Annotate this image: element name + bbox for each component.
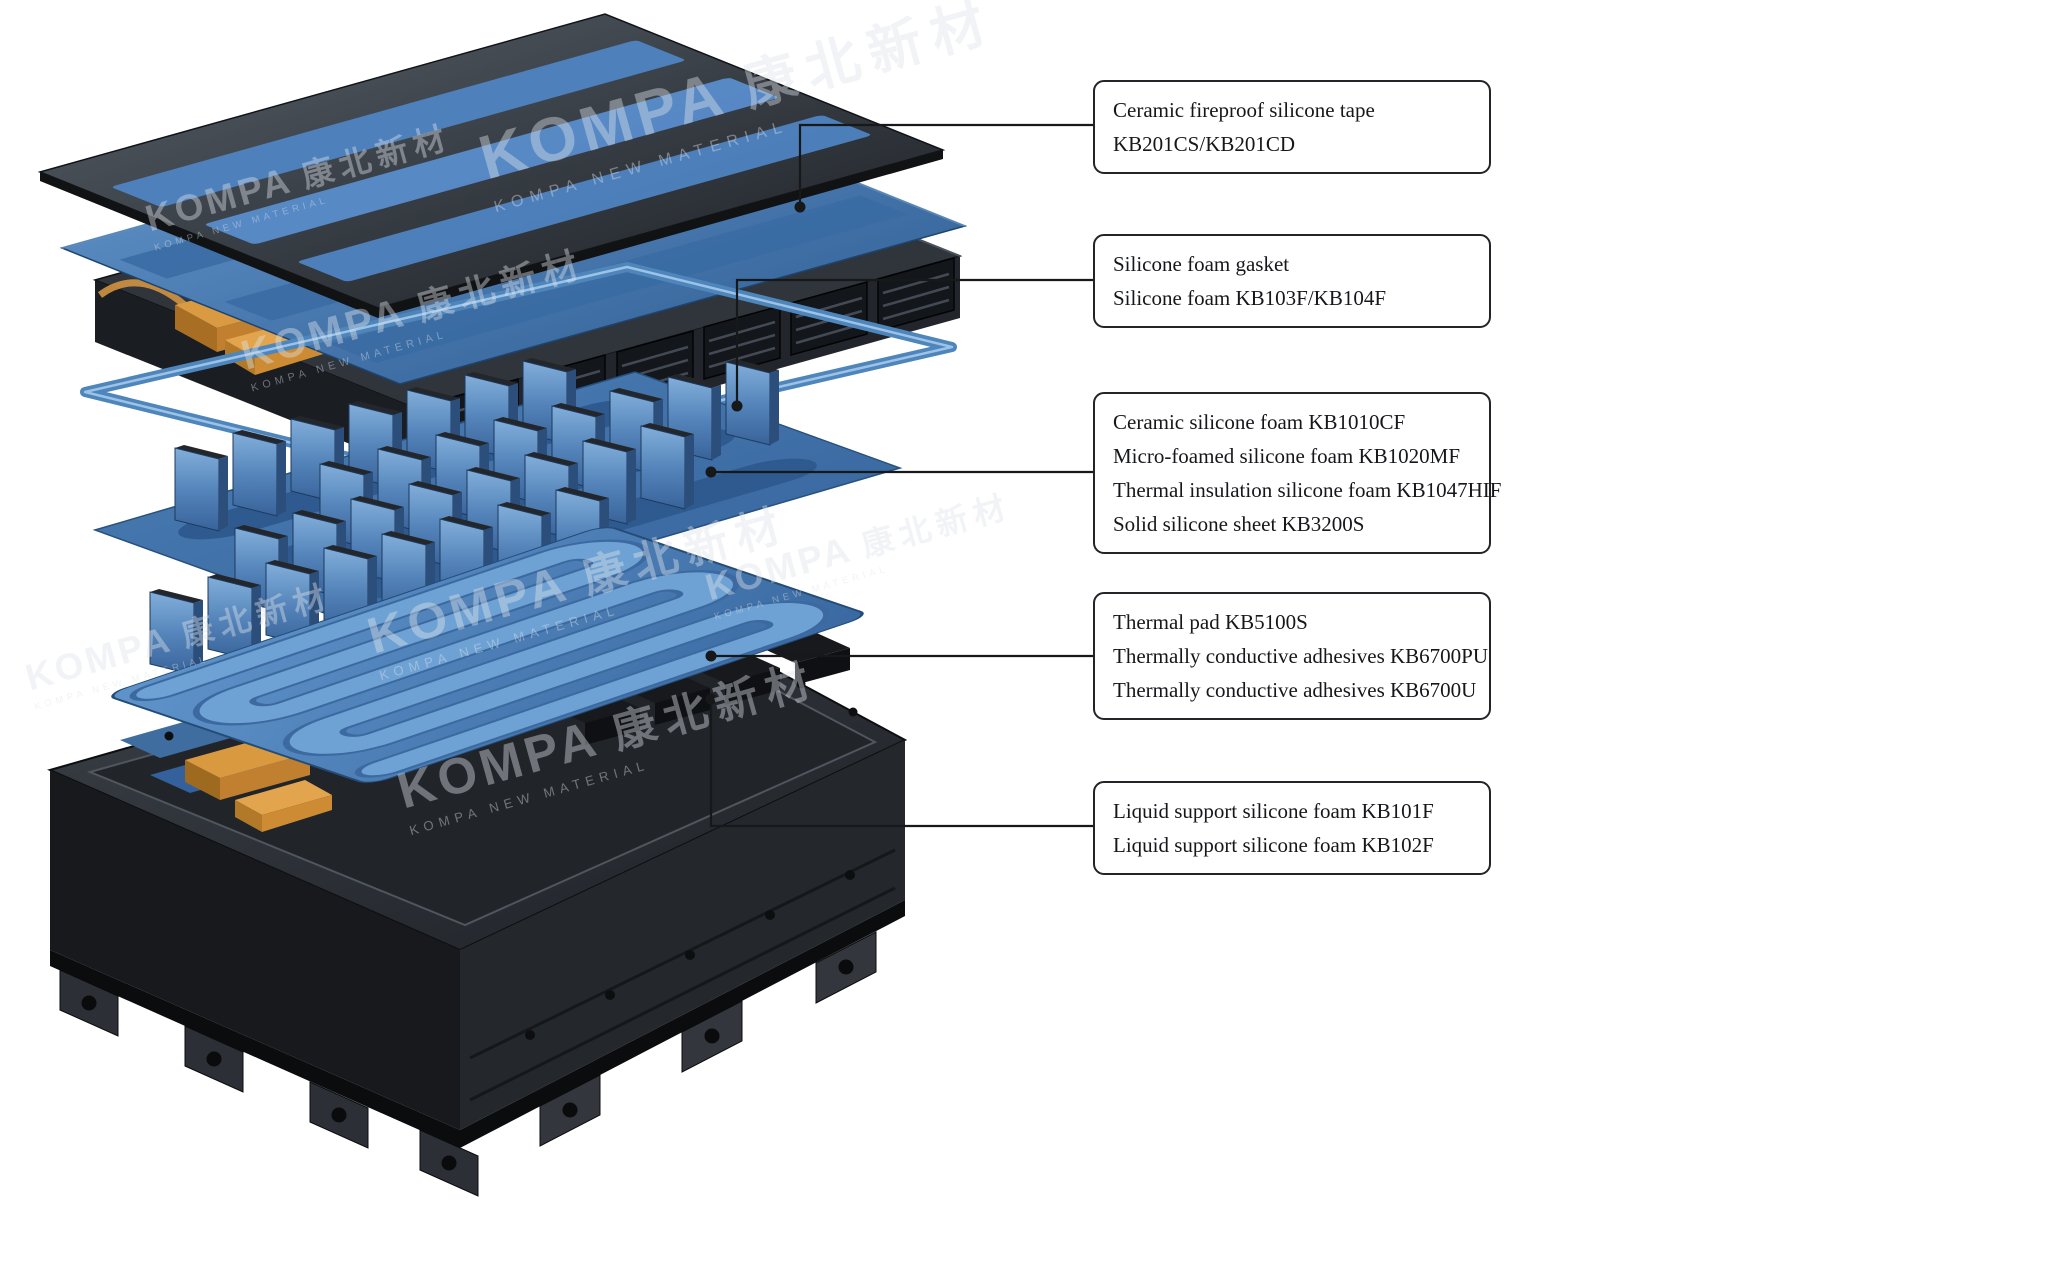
callout-line: Thermal insulation silicone foam KB1047H… [1113,478,1502,502]
callout-line: Thermal pad KB5100S [1113,610,1308,634]
callout-line: Thermally conductive adhesives KB6700U [1113,678,1477,702]
callout-line: Silicone foam KB103F/KB104F [1113,286,1387,310]
bottom-tray-layer [47,598,908,1197]
leader-dots [705,201,806,705]
callout-line: Thermally conductive adhesives KB6700PU [1113,644,1489,668]
callout-ceramic-silicone-foam: Ceramic silicone foam KB1010CF Micro-foa… [1093,392,1502,554]
top-cover-layer [37,13,946,318]
tray-connector-orange [185,735,332,832]
callout-liquid-support-foam: Liquid support silicone foam KB101F Liqu… [1093,781,1491,875]
callout-silicone-foam-gasket: Silicone foam gasket Silicone foam KB103… [1093,234,1491,328]
tray-mounting-feet [59,931,877,1197]
cooling-plate-layer [111,527,864,783]
callout-line: Ceramic fireproof silicone tape [1113,98,1375,122]
cover-tape-stripes [112,40,871,282]
leader-lines [705,123,1093,828]
callout-line: Liquid support silicone foam KB102F [1113,833,1434,857]
callout-line: KB201CS/KB201CD [1113,132,1296,156]
callout-line: Micro-foamed silicone foam KB1020MF [1113,444,1461,468]
callout-ceramic-fireproof-tape: Ceramic fireproof silicone tape KB201CS/… [1093,80,1491,174]
callout-line: Solid silicone sheet KB3200S [1113,512,1365,536]
callout-line: Silicone foam gasket [1113,252,1290,276]
callout-line: Liquid support silicone foam KB101F [1113,799,1434,823]
callout-thermal-pad: Thermal pad KB5100S Thermally conductive… [1093,592,1491,720]
callout-line: Ceramic silicone foam KB1010CF [1113,410,1406,434]
